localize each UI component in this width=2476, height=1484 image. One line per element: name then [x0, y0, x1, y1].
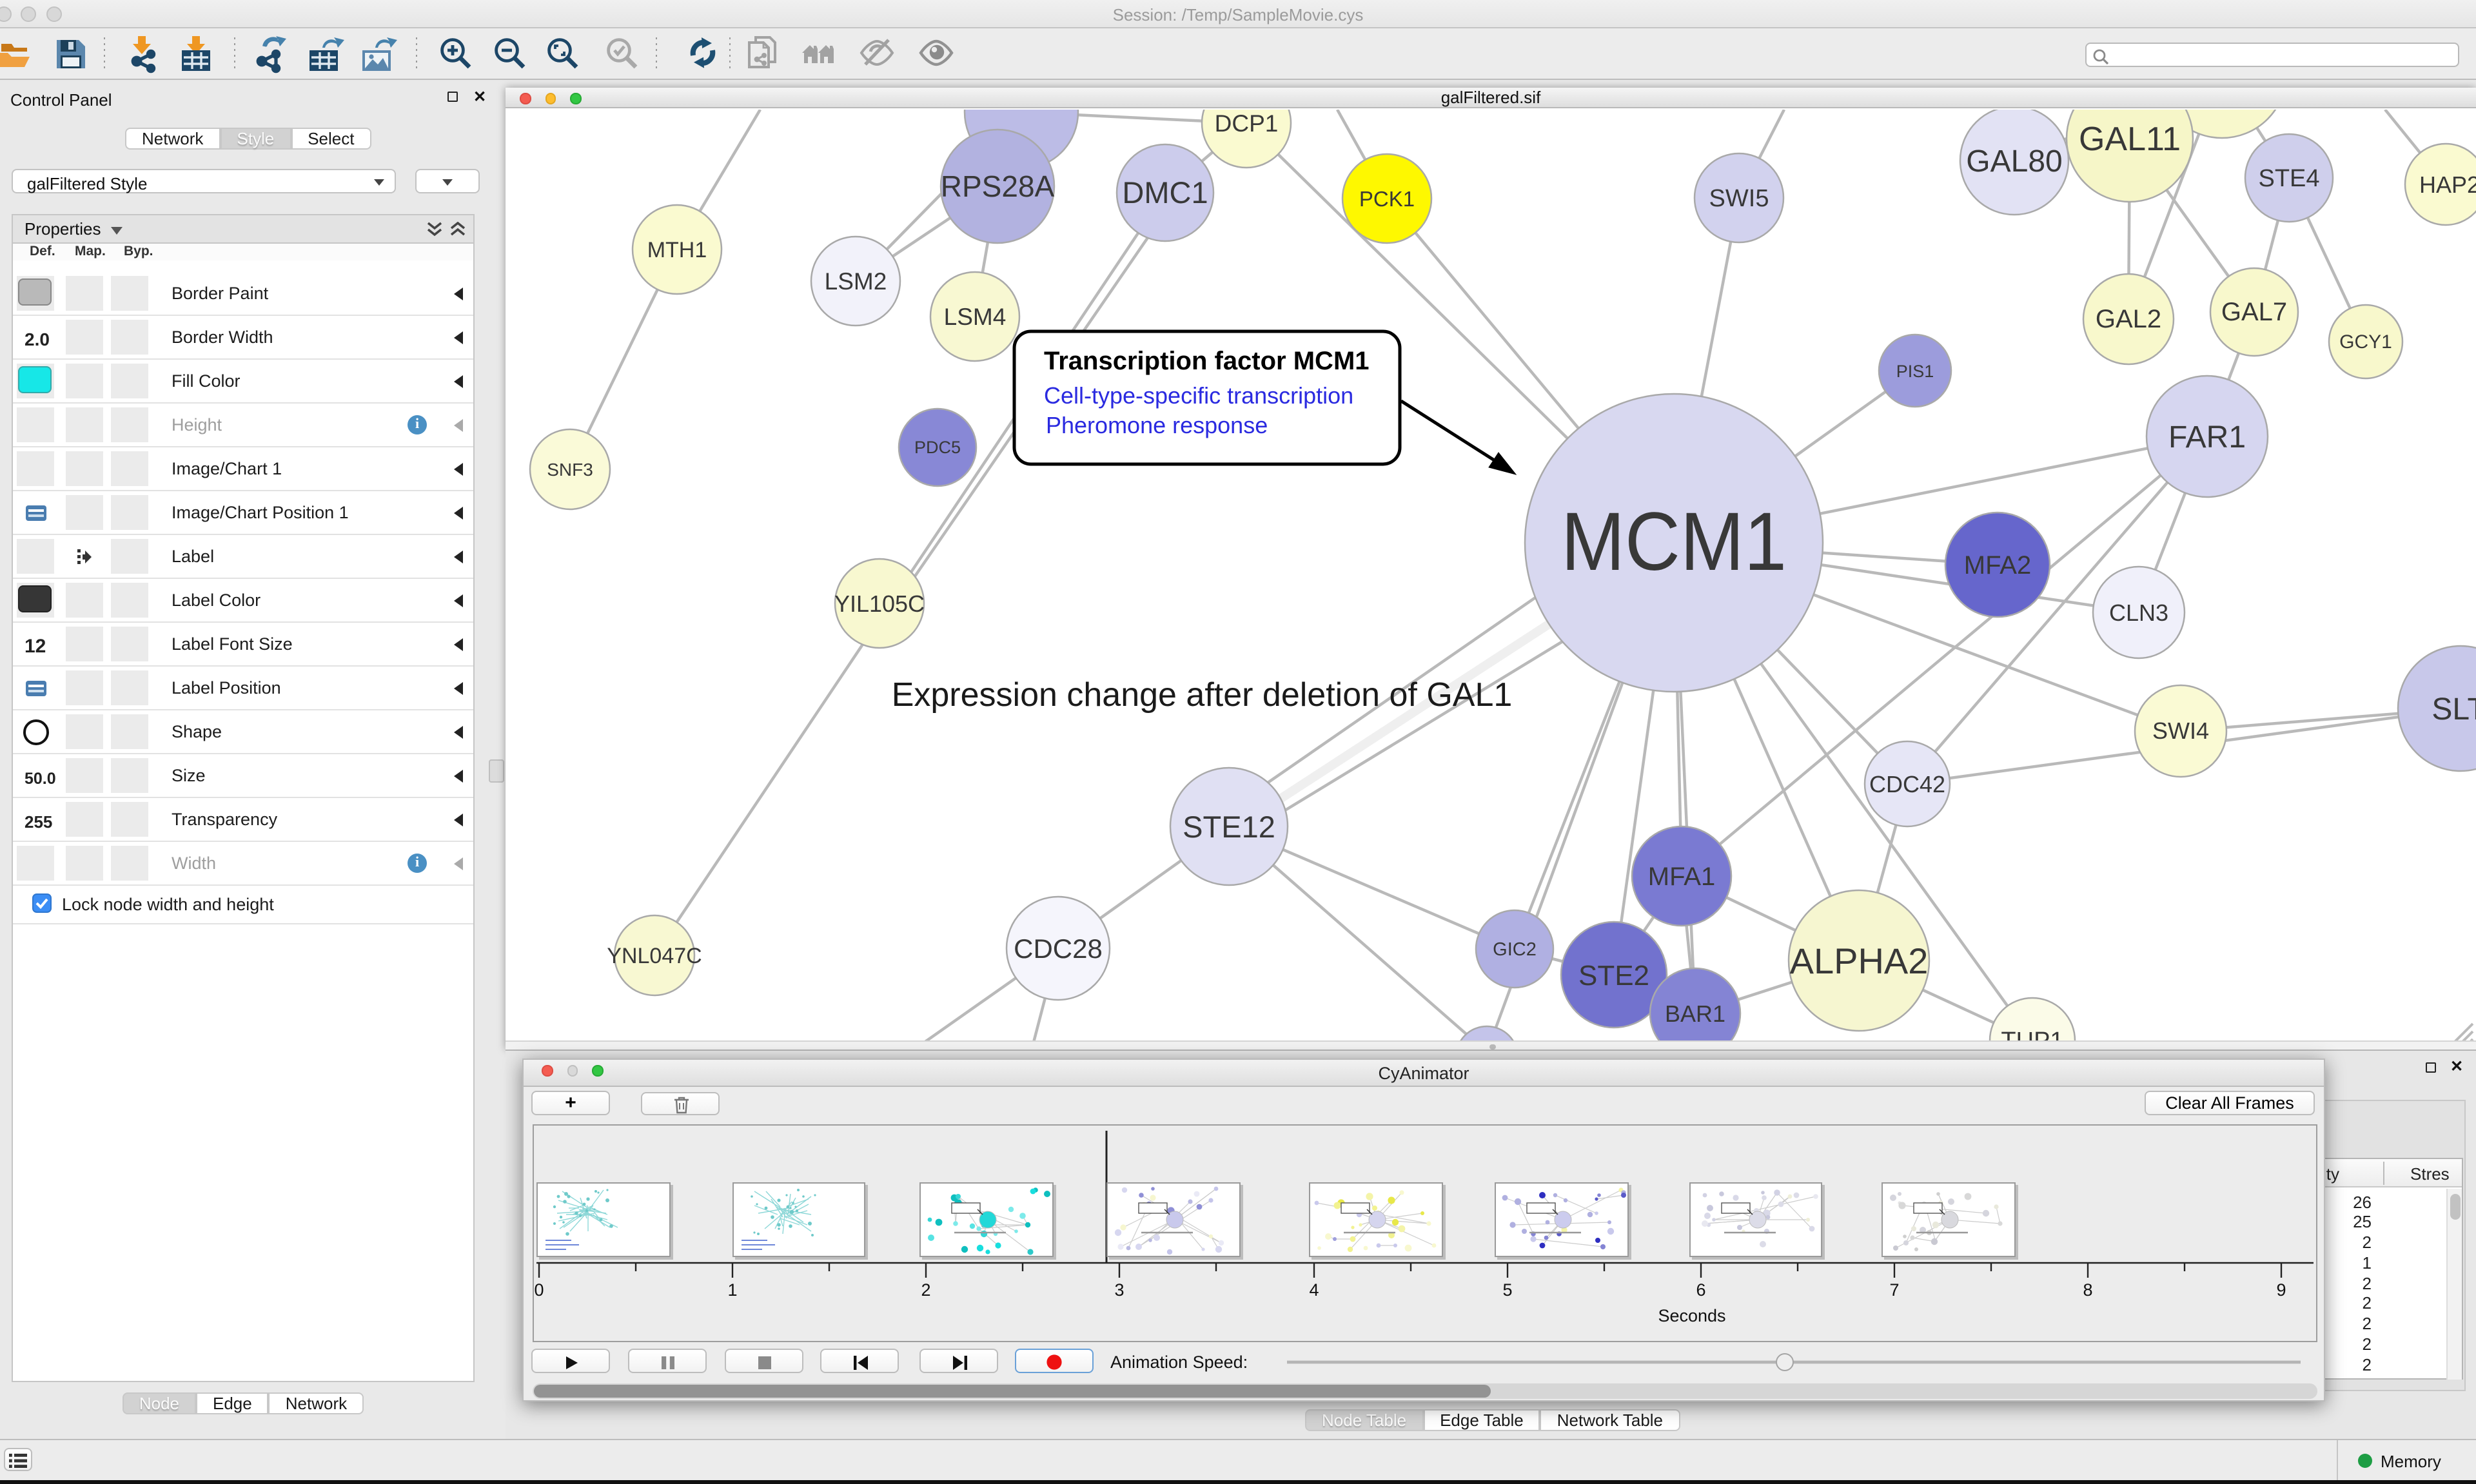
svg-text:DCP1: DCP1 — [1215, 110, 1279, 137]
svg-text:RPS28A: RPS28A — [941, 170, 1055, 203]
svg-text:0: 0 — [534, 1280, 544, 1299]
svg-text:GAL2: GAL2 — [2096, 305, 2161, 333]
svg-text:5: 5 — [1502, 1280, 1512, 1299]
svg-text:Pheromone response: Pheromone response — [1046, 412, 1268, 438]
svg-text:SLT2: SLT2 — [2432, 692, 2476, 727]
svg-text:Expression change after deleti: Expression change after deletion of GAL1 — [892, 676, 1513, 714]
svg-text:1: 1 — [727, 1280, 737, 1299]
svg-text:ALPHA2: ALPHA2 — [1790, 941, 1929, 981]
svg-text:9: 9 — [2276, 1280, 2286, 1299]
svg-text:TUP1: TUP1 — [2001, 1028, 2063, 1040]
svg-text:Transcription factor MCM1: Transcription factor MCM1 — [1044, 347, 1370, 375]
svg-text:STE4: STE4 — [2258, 165, 2319, 192]
svg-text:SWI5: SWI5 — [1709, 185, 1769, 212]
svg-text:SNF3: SNF3 — [547, 460, 593, 480]
svg-text:CLN3: CLN3 — [2109, 600, 2168, 626]
svg-text:MCM1: MCM1 — [1561, 496, 1787, 588]
svg-text:BAR1: BAR1 — [1665, 1001, 1725, 1027]
svg-text:GIC2: GIC2 — [1493, 939, 1537, 960]
svg-text:8: 8 — [2083, 1280, 2092, 1299]
svg-text:GAL11: GAL11 — [2079, 121, 2181, 158]
svg-text:LSM4: LSM4 — [944, 304, 1007, 330]
svg-text:4: 4 — [1309, 1280, 1319, 1299]
svg-text:STE12: STE12 — [1183, 810, 1275, 844]
svg-text:DMC1: DMC1 — [1122, 175, 1208, 210]
svg-text:7: 7 — [1889, 1280, 1899, 1299]
svg-text:6: 6 — [1696, 1280, 1705, 1299]
svg-text:HAP2: HAP2 — [2419, 171, 2476, 198]
svg-text:MFA1: MFA1 — [1648, 863, 1715, 891]
svg-text:STE2: STE2 — [1578, 960, 1649, 991]
svg-text:GAL80: GAL80 — [1966, 144, 2062, 179]
svg-text:GCY1: GCY1 — [2339, 331, 2392, 353]
svg-text:PDC5: PDC5 — [914, 438, 961, 457]
svg-text:Seconds: Seconds — [1658, 1305, 1725, 1325]
svg-text:Cell-type-specific transcripti: Cell-type-specific transcription — [1044, 382, 1353, 409]
svg-text:CDC28: CDC28 — [1014, 933, 1103, 964]
svg-text:SWI4: SWI4 — [2152, 718, 2209, 744]
svg-text:2: 2 — [921, 1280, 930, 1299]
svg-text:LSM2: LSM2 — [825, 268, 887, 295]
svg-text:YNL047C: YNL047C — [607, 944, 702, 968]
svg-text:3: 3 — [1114, 1280, 1124, 1299]
svg-text:MTH1: MTH1 — [647, 238, 707, 262]
svg-text:PCK1: PCK1 — [1359, 187, 1415, 211]
svg-text:GAL7: GAL7 — [2221, 298, 2287, 326]
svg-text:CDC42: CDC42 — [1869, 771, 1945, 797]
svg-text:YIL105C: YIL105C — [834, 591, 925, 617]
svg-text:FAR1: FAR1 — [2168, 420, 2246, 454]
svg-text:MFA2: MFA2 — [1964, 551, 2031, 580]
svg-text:PIS1: PIS1 — [1896, 362, 1934, 381]
